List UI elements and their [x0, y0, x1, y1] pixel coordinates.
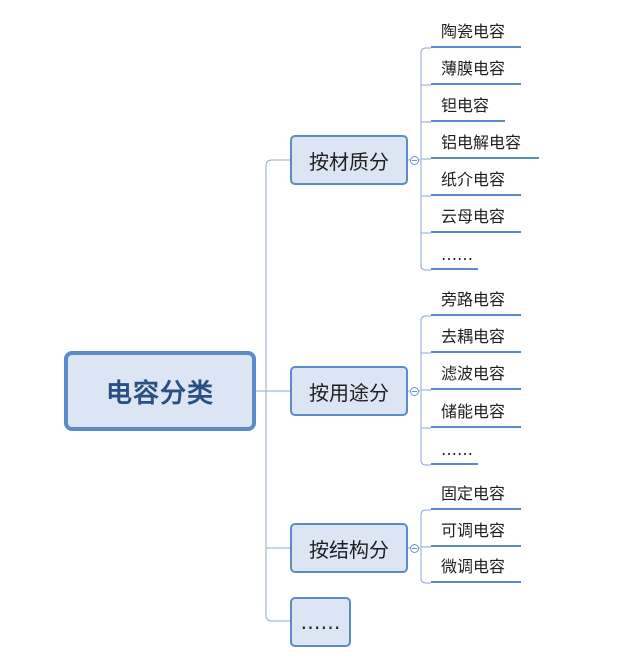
- leaf-topic[interactable]: 滤波电容: [431, 364, 521, 390]
- leaf-topic[interactable]: 薄膜电容: [431, 59, 521, 85]
- leaf-topic-label: 陶瓷电容: [441, 22, 506, 41]
- branch-topic-label: 按结构分: [309, 537, 389, 562]
- collapse-toggle-icon[interactable]: [410, 544, 419, 553]
- leaf-topic[interactable]: 钽电容: [431, 96, 505, 122]
- leaf-topic[interactable]: 微调电容: [431, 557, 521, 583]
- leaf-topic[interactable]: 可调电容: [431, 521, 521, 547]
- leaf-topic[interactable]: 铝电解电容: [431, 133, 539, 159]
- branch-topic-material[interactable]: 按材质分: [290, 135, 408, 185]
- leaf-topic-label: ……: [441, 245, 473, 264]
- leaf-topic-label: 去耦电容: [441, 327, 506, 346]
- leaf-topic-label: 薄膜电容: [441, 59, 506, 78]
- leaf-topic-label: ……: [441, 440, 473, 459]
- leaf-topic[interactable]: 去耦电容: [431, 327, 521, 353]
- leaf-topic[interactable]: ……: [431, 439, 478, 465]
- leaf-topic[interactable]: 陶瓷电容: [431, 22, 521, 48]
- leaf-topic-label: 旁路电容: [441, 290, 506, 309]
- leaf-topic-label: 可调电容: [441, 521, 506, 540]
- leaf-topic[interactable]: 云母电容: [431, 207, 521, 233]
- leaf-topic[interactable]: 纸介电容: [431, 170, 521, 196]
- leaf-topic-label: 滤波电容: [441, 364, 506, 383]
- root-topic[interactable]: 电容分类: [64, 351, 256, 431]
- branch-topic-label: 按材质分: [309, 149, 389, 174]
- leaf-topic[interactable]: 旁路电容: [431, 290, 521, 316]
- leaf-topic-label: 微调电容: [441, 557, 506, 576]
- leaf-topic-label: 铝电解电容: [441, 133, 522, 152]
- branch-topic-structure[interactable]: 按结构分: [290, 523, 408, 573]
- branch-topic-usage[interactable]: 按用途分: [290, 366, 408, 416]
- branch-topic-label: ……: [300, 610, 341, 634]
- leaf-topic[interactable]: 储能电容: [431, 402, 521, 428]
- leaf-topic[interactable]: ……: [431, 244, 478, 270]
- leaf-topic-label: 钽电容: [441, 96, 490, 115]
- leaf-topic-label: 纸介电容: [441, 170, 506, 189]
- leaf-topic-label: 固定电容: [441, 484, 506, 503]
- branch-topic-more[interactable]: ……: [290, 597, 351, 647]
- root-topic-label: 电容分类: [105, 378, 214, 409]
- branch-topic-label: 按用途分: [309, 380, 389, 405]
- leaf-topic-label: 云母电容: [441, 207, 506, 226]
- leaf-topic[interactable]: 固定电容: [431, 484, 521, 510]
- leaf-topic-label: 储能电容: [441, 402, 506, 421]
- collapse-toggle-icon[interactable]: [410, 387, 419, 396]
- collapse-toggle-icon[interactable]: [410, 156, 419, 165]
